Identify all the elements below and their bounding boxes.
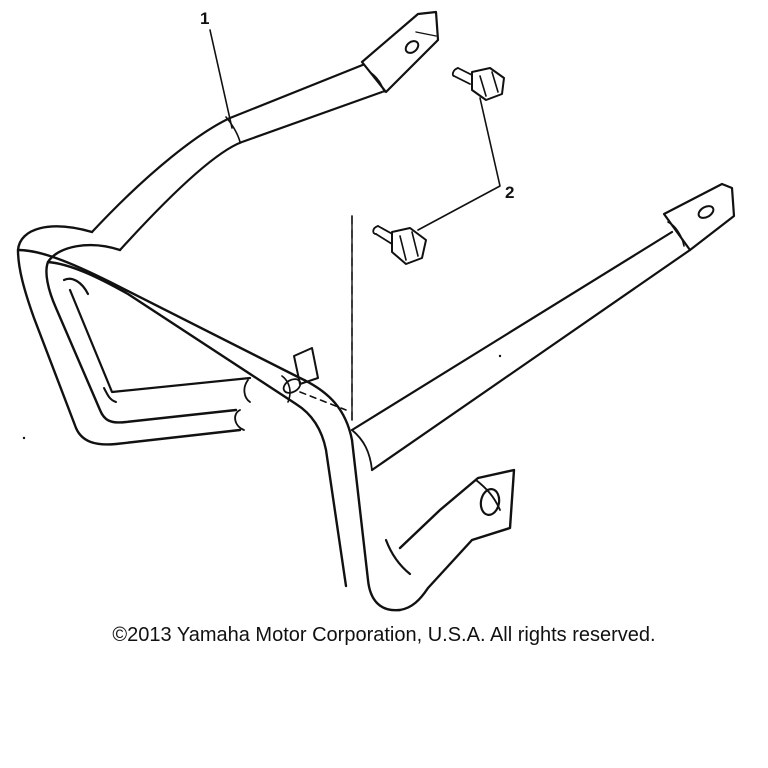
callout-leaders (209, 29, 501, 421)
bolt-upper (451, 67, 505, 101)
callout-label-1: 1 (200, 9, 209, 28)
upper-rail (90, 60, 384, 252)
scan-speck (498, 354, 502, 358)
upper-mounting-bracket (360, 10, 440, 94)
parts-diagram: 1 2 (16, 9, 736, 612)
main-tube (16, 248, 402, 612)
front-loop (16, 225, 252, 446)
right-rail (350, 182, 736, 472)
callout-label-2: 2 (505, 183, 514, 202)
lower-mounting-bracket (384, 468, 516, 612)
scan-speck (22, 436, 26, 440)
center-spacer (293, 347, 319, 385)
copyright-notice: ©2013 Yamaha Motor Corporation, U.S.A. A… (112, 624, 656, 646)
bolt-lower (372, 225, 427, 265)
